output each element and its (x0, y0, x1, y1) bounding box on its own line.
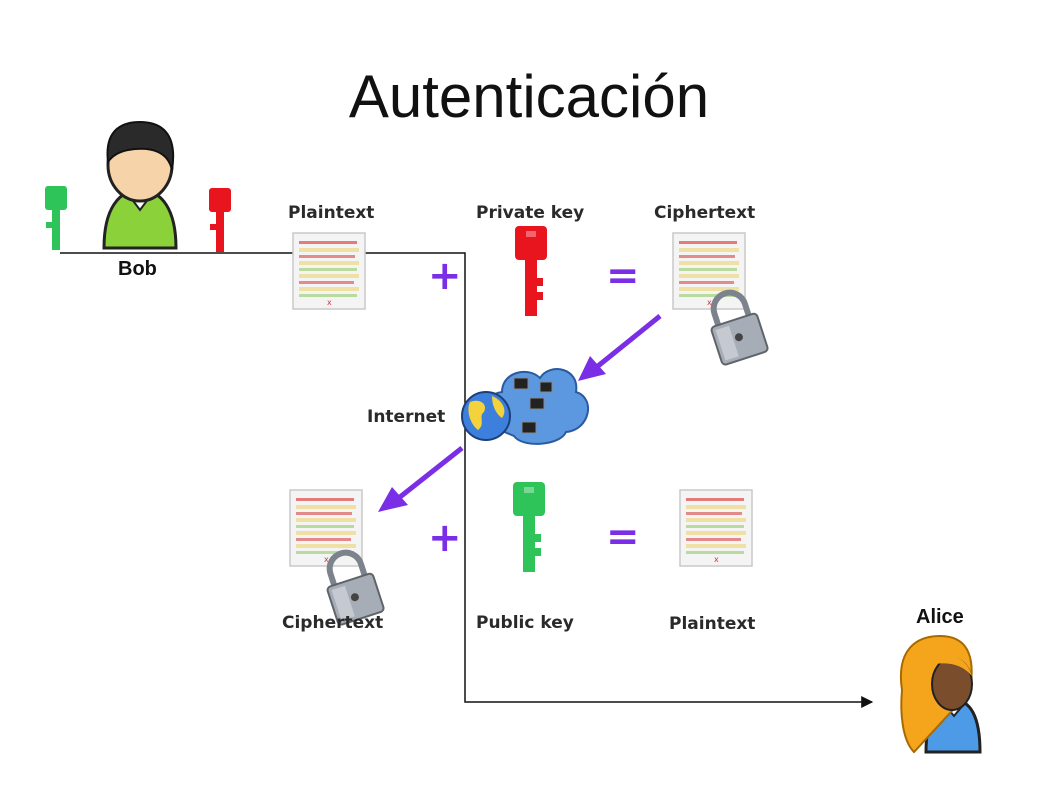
ciphertext-bottom-label: Ciphertext (282, 613, 384, 633)
public-key-icon (513, 482, 545, 572)
globe-icon (461, 391, 511, 441)
bob-person-icon (102, 120, 178, 250)
plaintext-bottom-label: Plaintext (669, 614, 756, 634)
equals-operator-bottom: = (606, 514, 640, 560)
plaintext-document-icon (292, 232, 366, 310)
equals-operator-top: = (606, 253, 640, 299)
bob-private-key-icon (209, 188, 231, 252)
internet-label: Internet (367, 407, 446, 427)
bob-public-key-icon (45, 186, 67, 250)
private-key-icon (515, 226, 547, 316)
computer-icon (513, 377, 553, 434)
plaintext-top-label: Plaintext (288, 203, 375, 223)
plaintext-document-icon-bottom (679, 489, 753, 567)
private-key-label: Private key (476, 203, 585, 223)
ciphertext-document-icon (672, 232, 746, 310)
public-key-label: Public key (476, 613, 574, 633)
ciphertext-top-label: Ciphertext (654, 203, 756, 223)
alice-person-icon (899, 634, 982, 754)
flow-connector (60, 252, 874, 708)
alice-label: Alice (916, 606, 964, 628)
page-title: Autenticación (348, 63, 710, 130)
plus-operator-top: + (428, 253, 462, 299)
arrow-to-internet (578, 314, 662, 381)
bob-label: Bob (118, 258, 157, 280)
plus-operator-bottom: + (428, 515, 462, 561)
arrow-from-internet (378, 446, 464, 512)
